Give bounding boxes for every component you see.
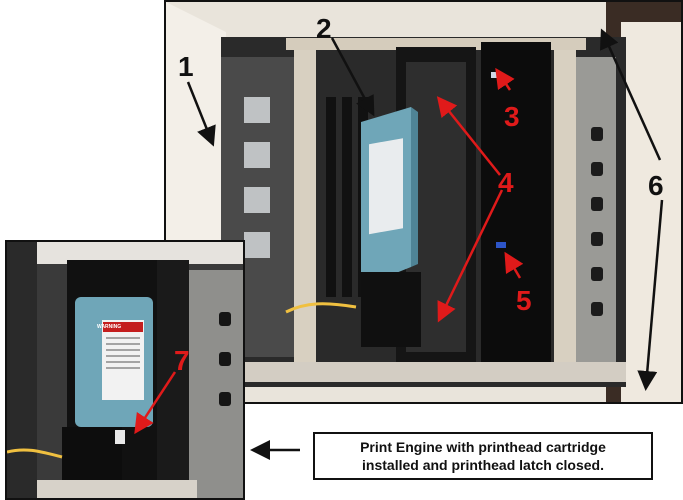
callout-1-leader [186, 81, 216, 147]
caption-line-1: Print Engine with printhead cartridge [360, 439, 606, 455]
cartridge-warning-label: WARNING [97, 324, 121, 330]
print-engine-photo [164, 0, 683, 404]
callout-6-leader-top [600, 28, 662, 161]
figure-caption: Print Engine with printhead cartridge in… [313, 432, 653, 480]
print-engine-illustration [166, 2, 681, 402]
latch-closeup-illustration [7, 242, 243, 498]
callout-5-label: 5 [516, 285, 532, 316]
caption-line-2: installed and printhead latch closed. [362, 457, 604, 473]
callout-7-leader [134, 371, 177, 435]
callout-4-label: 4 [498, 167, 514, 198]
callout-6-leader-bottom [637, 199, 664, 391]
callout-7-label: 7 [174, 345, 190, 376]
callout-6-label: 6 [648, 170, 664, 201]
callout-5-leader [504, 251, 524, 279]
callout-4-leader-top [436, 96, 501, 176]
callout-3-leader [495, 67, 515, 91]
callout-2-leader [330, 37, 375, 117]
callout-3-label: 3 [504, 101, 520, 132]
latch-closeup-photo [5, 240, 245, 500]
callout-4-leader-bottom [437, 189, 504, 323]
callout-1-label: 1 [178, 51, 194, 82]
callout-2-label: 2 [316, 13, 332, 44]
